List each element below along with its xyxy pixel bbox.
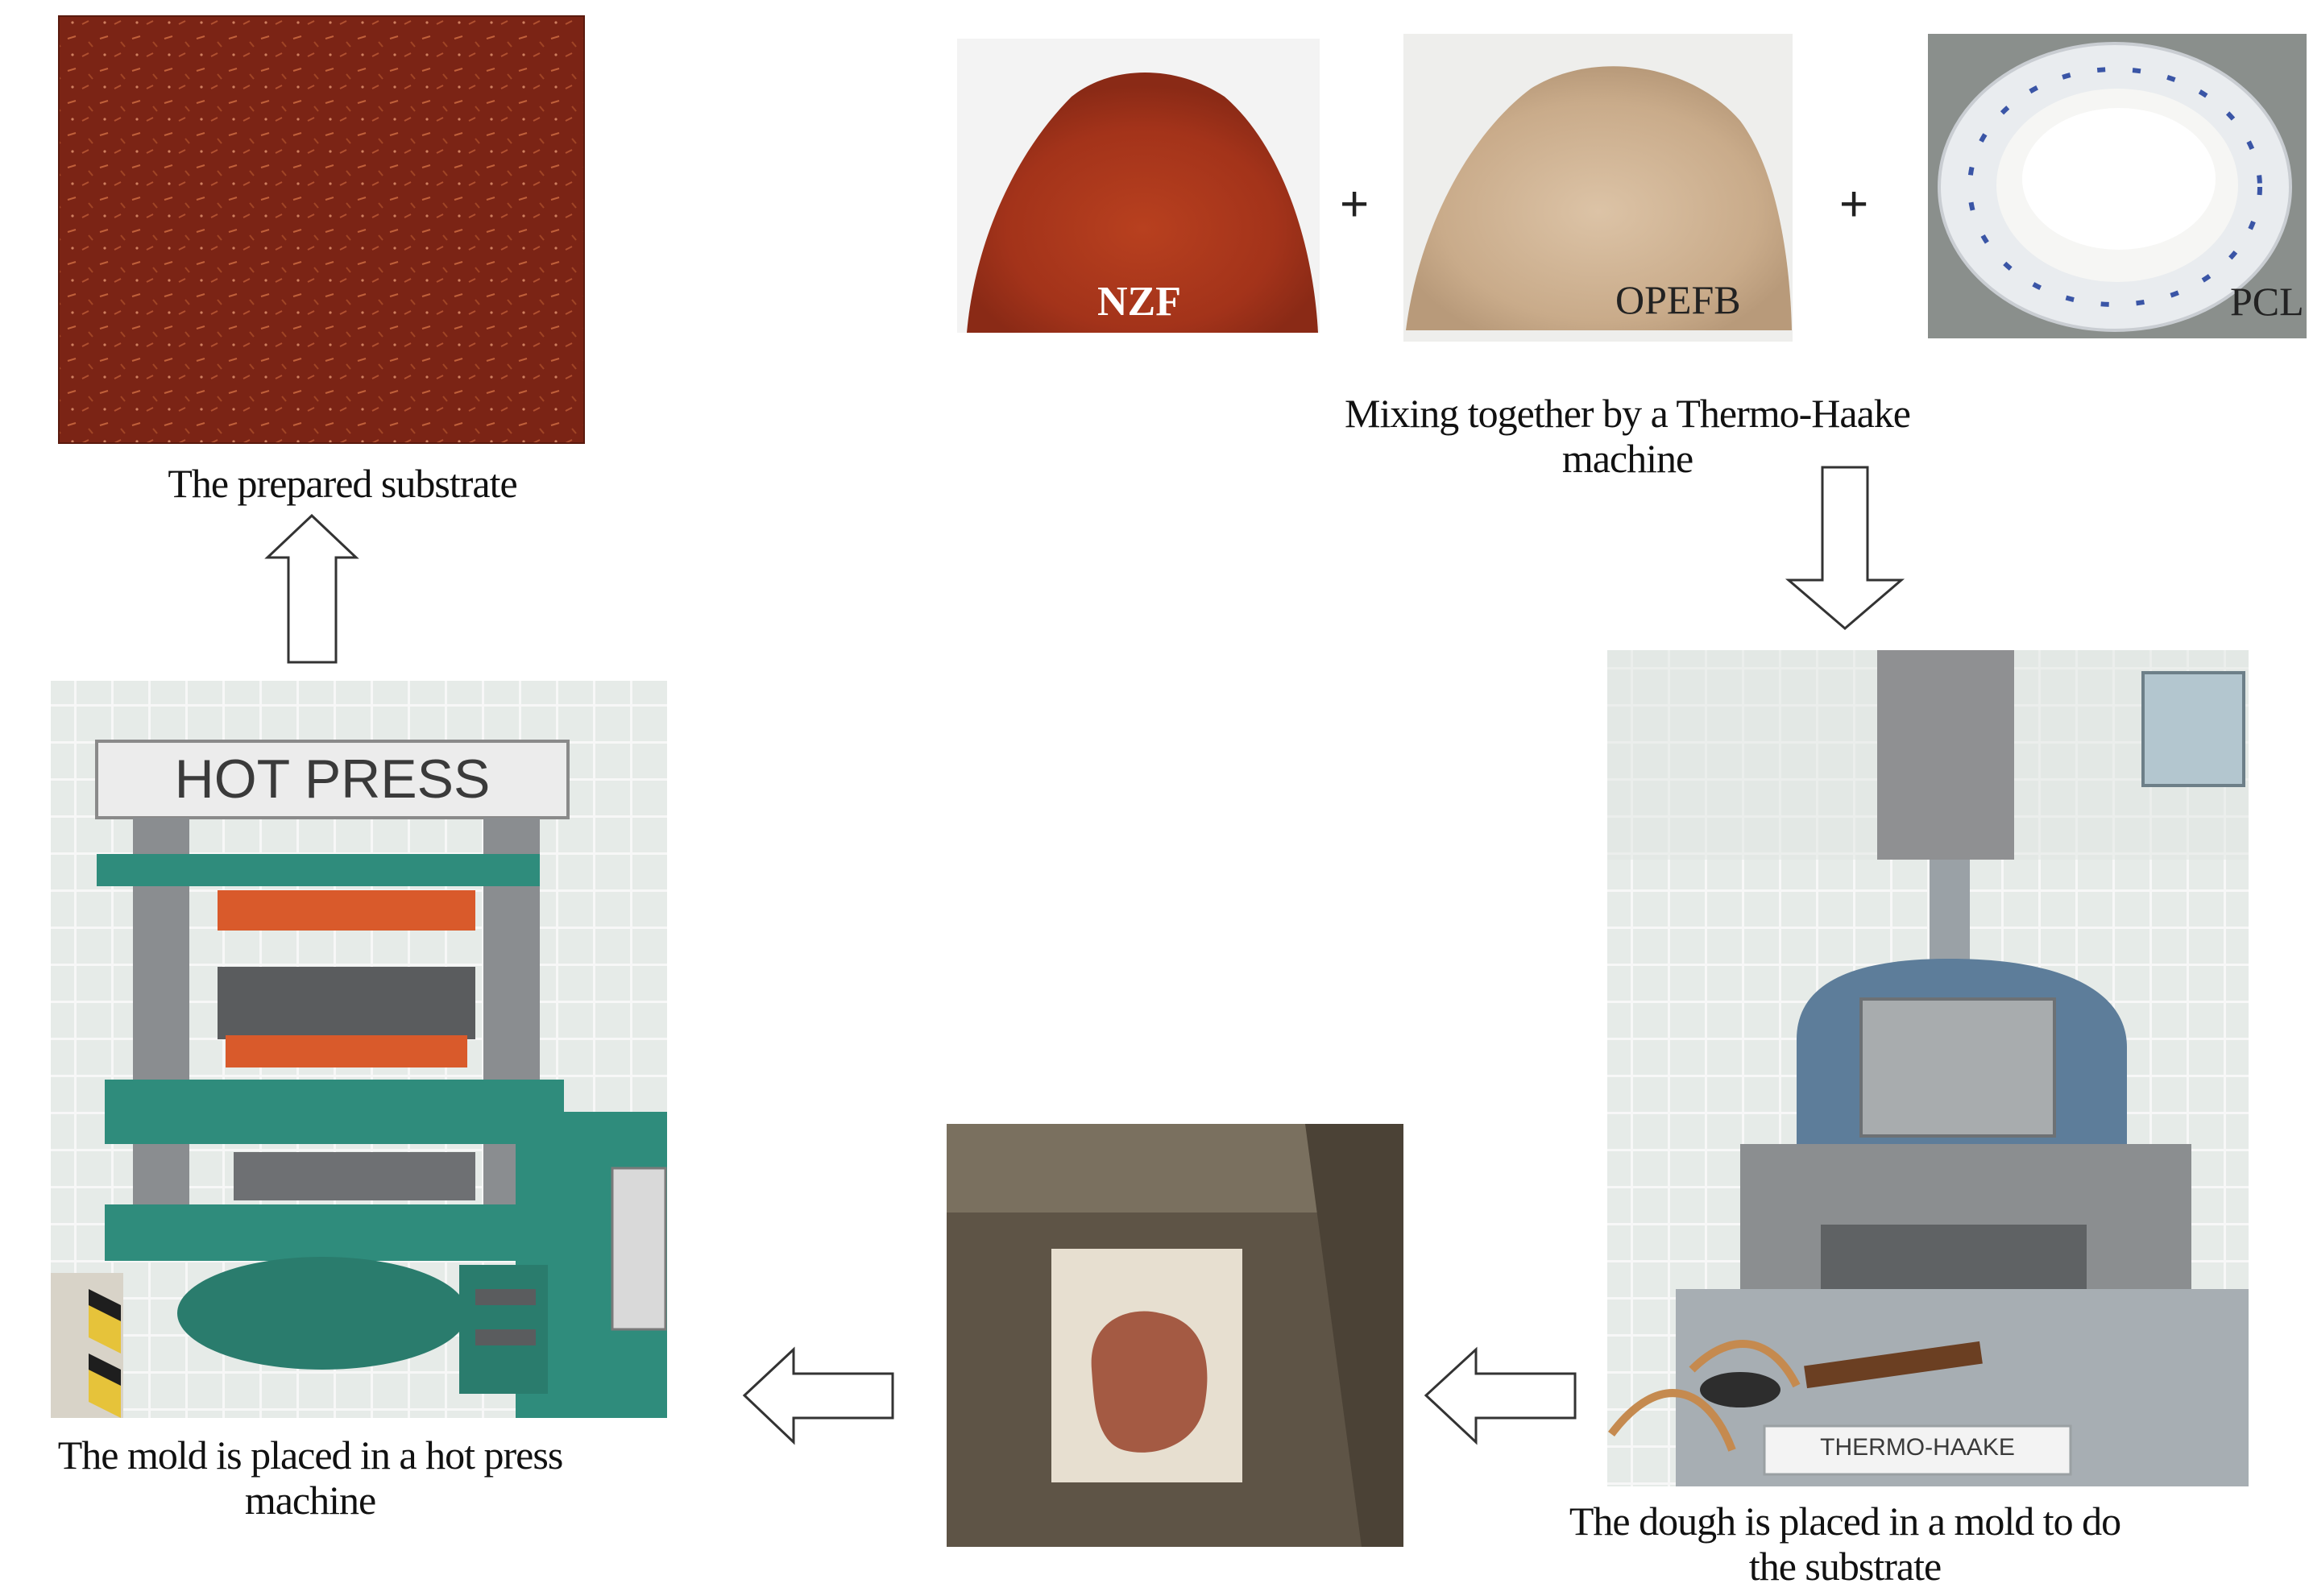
arrow-left-to-hot-press	[742, 1346, 894, 1445]
nzf-photo	[957, 39, 1320, 333]
caption-dough-line2: the substrate	[1748, 1544, 1942, 1589]
arrow-down	[1785, 466, 1905, 630]
caption-hot-press: The mold is placed in a hot press machin…	[4, 1432, 616, 1523]
hot-press-sign: HOT PRESS	[174, 748, 491, 810]
caption-mixing-line1: Mixing together by a Thermo-Haake	[1345, 391, 1911, 436]
nzf-label: NZF	[1097, 279, 1181, 325]
plus-sign-1: +	[1340, 176, 1370, 232]
arrow-left-from-mold	[1424, 1346, 1577, 1445]
caption-substrate: The prepared substrate	[168, 461, 517, 506]
opefb-photo	[1403, 34, 1793, 342]
caption-hot-press-line1: The mold is placed in a hot press	[57, 1432, 564, 1478]
caption-dough-line1: The dough is placed in a mold to do	[1569, 1499, 2121, 1544]
mold-photo	[947, 1124, 1403, 1547]
caption-hot-press-line2: machine	[244, 1478, 376, 1523]
hot-press-photo	[51, 681, 667, 1418]
opefb-label: OPEFB	[1615, 277, 1741, 322]
thermo-haake-sign: THERMO-HAAKE	[1820, 1434, 2015, 1461]
caption-mixing: Mixing together by a Thermo-Haake machin…	[1257, 391, 1998, 481]
substrate-photo	[58, 15, 585, 444]
arrow-up	[264, 513, 359, 664]
caption-dough: The dough is placed in a mold to do the …	[1490, 1499, 2199, 1589]
plus-sign-2: +	[1839, 176, 1869, 232]
thermo-haake-photo	[1607, 650, 2249, 1486]
caption-mixing-line2: machine	[1561, 436, 1693, 481]
pcl-label: PCL	[2230, 279, 2304, 324]
pcl-photo	[1928, 34, 2307, 338]
